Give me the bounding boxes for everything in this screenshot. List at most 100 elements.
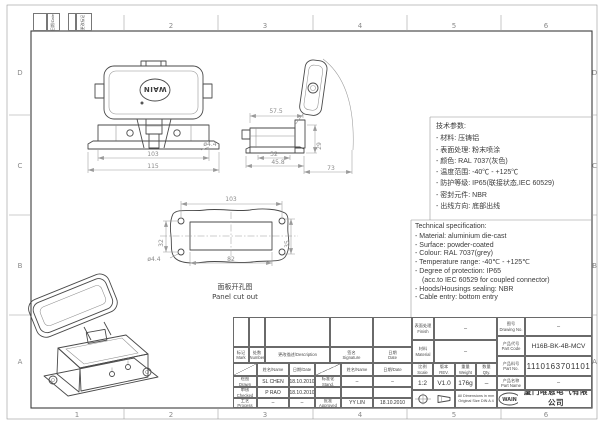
material-value: –: [434, 340, 497, 363]
zone-letter: A: [592, 358, 597, 366]
zone-letter: D: [17, 69, 22, 77]
sign-sub-date: 日期/Date: [289, 363, 315, 376]
scale-label: 比例 Scale: [412, 363, 433, 376]
zone-number: 2: [169, 22, 173, 30]
checked-date: 18.10.2010: [289, 387, 315, 398]
spec-cn-line: - 温度范围: -40℃ - +125℃: [436, 169, 519, 177]
spec-cn-title: 技术参数:: [436, 123, 466, 130]
isometric-view: [28, 273, 159, 397]
sign-sub-date: 日期/Date: [373, 363, 412, 376]
wain-logo-oval: [139, 78, 171, 102]
zone-number: 3: [263, 411, 267, 419]
rev-label: 版本 REV.: [433, 363, 455, 376]
dimension-label: 73: [327, 165, 335, 172]
side-view: 57.5 29 32 45.8 73: [241, 58, 354, 174]
part-name-value: –: [525, 376, 592, 390]
rev-col-date: 日期 Date: [373, 347, 412, 363]
zone-letter: B: [18, 262, 23, 270]
finish-label: 表面处理 Finish: [412, 317, 434, 340]
spec-en-line: - Temperature range: -40℃ - +125℃: [415, 259, 531, 267]
wain-logo-text: WAIN: [143, 85, 166, 93]
zone-number: 6: [544, 411, 549, 419]
dimension-label: 32: [158, 239, 165, 247]
dimension-label: ø4.4: [147, 256, 160, 263]
title-block: 标记 Mark 处数 Number 更改描述/Description 签名 Si…: [233, 317, 592, 408]
zone-letter: D: [592, 69, 597, 77]
qty-label: 数量 Qty.: [476, 363, 497, 376]
rev-empty-cell: [330, 317, 373, 347]
finish-value: –: [434, 317, 497, 340]
sheet-frame: [6, 4, 598, 420]
spec-en-line: (acc.to IEC 60529 for coupled connector): [422, 276, 550, 284]
cutout-caption-en: Panel cut out: [212, 293, 258, 301]
drawn-date: 18.10.2010: [289, 376, 315, 387]
qty-value: –: [476, 376, 497, 390]
part-no-label: 产品料号 Part No.: [497, 356, 525, 376]
checked-label: 审核 Checked: [233, 387, 257, 398]
company-name-cn: 厦门唯恩电气有限公司: [524, 390, 589, 407]
zone-number: 5: [452, 22, 456, 30]
approved-name: YY LIN: [341, 398, 373, 408]
process-name: –: [257, 398, 289, 408]
spec-en-line: - Colour: RAL 7037(grey): [415, 250, 493, 258]
cover-swing-arc: [322, 58, 354, 151]
company-cell: WAIN 厦门唯恩电气有限公司 XIAMEN WAIN ELECTRICAL C…: [497, 390, 592, 408]
material-label: 材料 Material: [412, 340, 434, 363]
dimension-label: 103: [147, 151, 159, 158]
zone-number: 3: [263, 22, 267, 30]
spec-cn-line: - 材料: 压铸铝: [436, 135, 480, 143]
spec-cn-line: - 密封元件: NBR: [436, 191, 487, 199]
dimension-label: 115: [147, 163, 159, 170]
dimension-label: 32: [270, 151, 278, 158]
zone-letter: C: [592, 162, 597, 170]
dimension-label: 82: [227, 256, 235, 263]
rev-col-mark: 标记 Mark: [233, 347, 249, 363]
zone-letter: C: [18, 162, 23, 170]
part-name-label: 产品名称 Part Name: [497, 376, 525, 390]
cutout-caption-cn: 面板开孔图: [218, 282, 253, 291]
dimension-label: ø4.4: [203, 141, 216, 148]
dimension-label: 35: [284, 240, 291, 248]
approved-date: 18.10.2010: [373, 398, 412, 408]
approved-label: 批准 Approved: [315, 398, 341, 408]
spec-en-line: - Cable entry: bottom entry: [415, 294, 498, 302]
process-label: 工艺 Process: [233, 398, 257, 408]
logo-screw-dot: [140, 101, 144, 105]
spec-cn-line: - 表面处理: 粉末喷涂: [436, 146, 501, 154]
rev-col-number: 处数 Number: [249, 347, 265, 363]
sign-diag-cell: [233, 363, 257, 376]
scale-value: 1:2: [412, 376, 433, 390]
zone-number: 2: [169, 411, 173, 419]
company-logo: WAIN: [498, 392, 519, 406]
zone-letter: B: [592, 262, 597, 270]
projection-symbol-icons: [414, 393, 450, 405]
spec-en-line: - Surface: powder-coated: [415, 241, 494, 249]
part-code-value: H16B-BK-4B-MCV: [525, 336, 592, 356]
revision-strip-cell-empty: [33, 13, 47, 31]
sign-sub-name: 姓名/Name: [257, 363, 289, 376]
dimension-label: 45.8: [271, 159, 285, 166]
standardized-label: 标准化 Stand.: [315, 376, 341, 387]
spec-en-line: - Material: aluminium die-cast: [415, 232, 507, 240]
spec-en-line: - Hoods/Housings sealing: NBR: [415, 285, 514, 293]
company-logo-text: WAIN: [502, 397, 517, 403]
standardized-date: –: [373, 376, 412, 387]
drawn-name: SL CHEN: [257, 376, 289, 387]
spec-en-line: - Degree of protection: IP65: [415, 267, 501, 275]
part-code-label: 产品代号 Part Code: [497, 336, 525, 356]
rev-empty-cell: [249, 317, 265, 347]
dimension-label: 57.5: [269, 108, 283, 115]
rev-col-description: 更改描述/Description: [265, 347, 330, 363]
rev-empty-cell: [233, 317, 249, 347]
zone-letter: A: [18, 358, 23, 366]
front-view: WAIN 103 115 ø4.4: [87, 60, 220, 173]
spec-en-title: Technical specification:: [415, 223, 487, 230]
sign-sub-name: 姓名/Name: [341, 363, 373, 376]
drawn-label: 绘图 Drawn: [233, 376, 257, 387]
empty-cell: [341, 387, 373, 398]
zone-number: 4: [358, 411, 363, 419]
panel-cutout-view: 103 32 35 82 ø4.4 面板开孔图 Panel cut out: [147, 196, 298, 301]
checked-name: P RAO: [257, 387, 289, 398]
